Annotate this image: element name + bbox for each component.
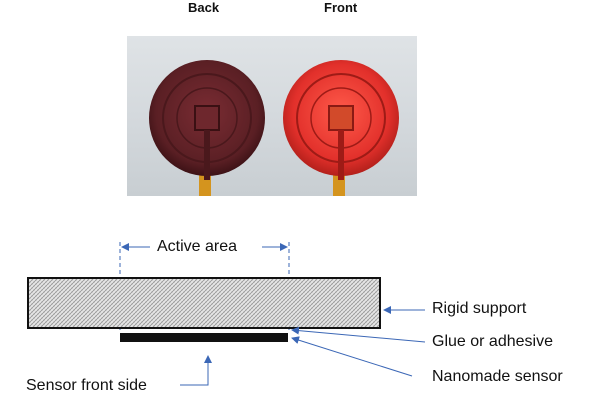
front-side-arrow (180, 355, 212, 386)
sensor-photo (127, 36, 417, 196)
nanomade-sensor-label: Nanomade sensor (432, 368, 563, 385)
rigid-support-label: Rigid support (432, 300, 527, 317)
sensor-front-side-label: Sensor front side (26, 377, 147, 394)
front-label: Front (324, 0, 358, 15)
back-label: Back (188, 0, 220, 15)
sensor-photo-graphic (149, 60, 399, 196)
back-sensor (149, 60, 265, 196)
sensor-arrow (291, 336, 413, 377)
rigid-support-layer (27, 277, 381, 329)
glue-label: Glue or adhesive (432, 333, 553, 350)
front-sensor (283, 60, 399, 196)
sensor-layer (120, 333, 288, 342)
active-area-label: Active area (157, 238, 238, 255)
glue-arrow (291, 326, 426, 343)
